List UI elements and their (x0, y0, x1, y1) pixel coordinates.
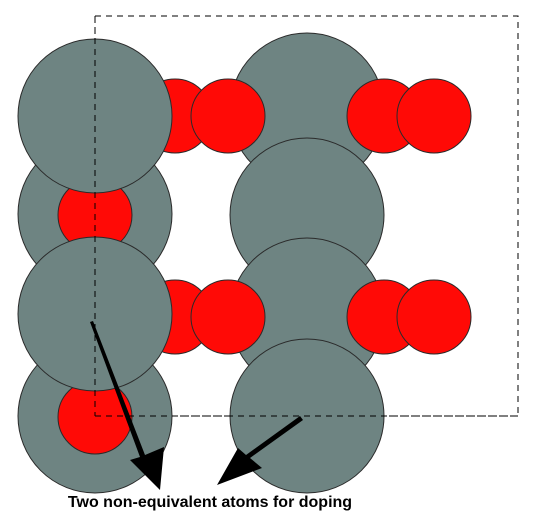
unit-cell-overlay (94, 16, 518, 417)
small-atom (190, 78, 266, 154)
small-atom (396, 78, 472, 154)
arrow-right-atom (217, 416, 303, 485)
doping-caption: Two non-equivalent atoms for doping (67, 494, 353, 511)
arrow-left-atom (90, 321, 164, 490)
small-atom (190, 279, 266, 355)
atom-layer (17, 32, 472, 494)
small-atom (396, 279, 472, 355)
